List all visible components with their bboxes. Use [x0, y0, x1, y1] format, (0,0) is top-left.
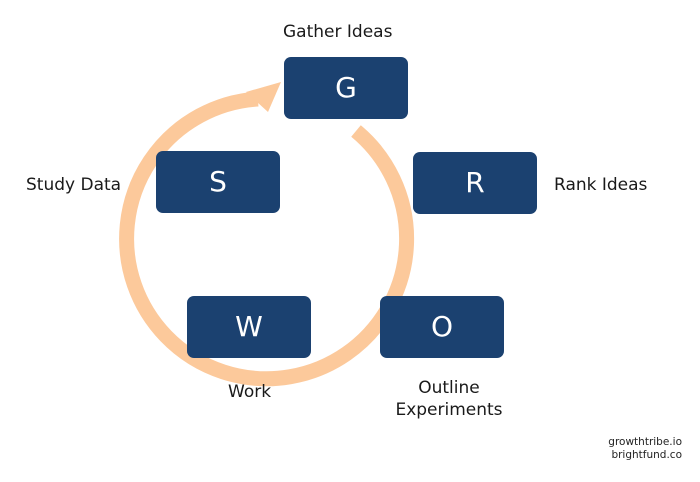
cycle-ring [119, 91, 415, 387]
step-o-box: O [380, 296, 504, 358]
step-s-label: Study Data [26, 175, 122, 195]
step-o-label: Outline Experiments [395, 378, 503, 420]
step-g-label: Gather Ideas [283, 22, 393, 42]
source-credits: growthtribe.io brightfund.co [608, 436, 682, 462]
step-s-box: S [156, 151, 280, 213]
step-w-box: W [187, 296, 311, 358]
credit-line: growthtribe.io [608, 436, 682, 448]
step-r-label: Rank Ideas [554, 175, 648, 195]
cycle-arrowhead [246, 82, 281, 112]
step-g-box: G [284, 57, 408, 119]
credit-line: brightfund.co [611, 449, 682, 461]
step-r-box: R [413, 152, 537, 214]
step-w-label: Work [228, 382, 272, 402]
